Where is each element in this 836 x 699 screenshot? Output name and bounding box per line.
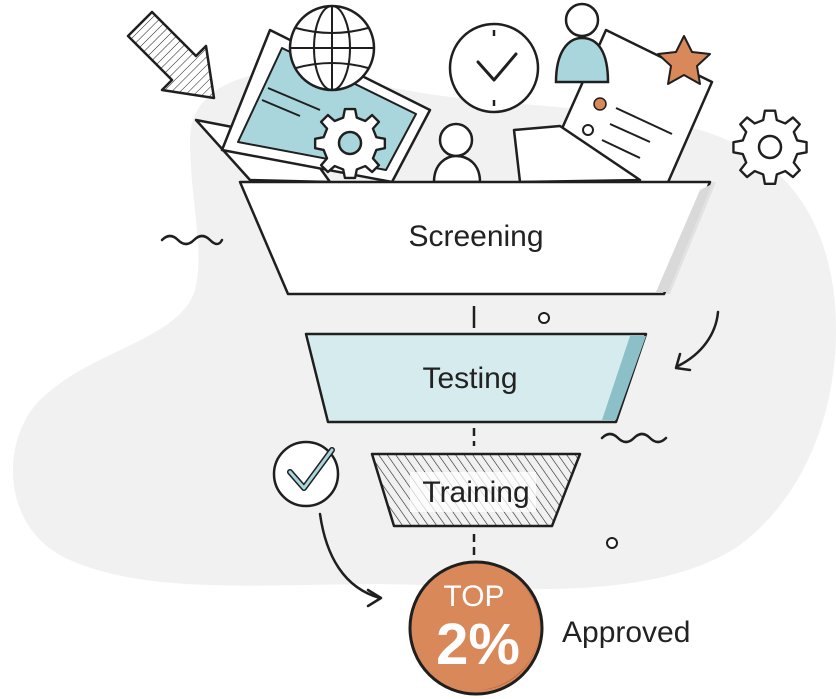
stage-label-screening: Screening	[408, 220, 543, 253]
clock-icon	[448, 22, 540, 114]
squiggle-decoration-right	[600, 432, 668, 444]
curved-arrow-icon	[318, 512, 383, 608]
squiggle-decoration	[160, 234, 224, 246]
globe-icon	[288, 4, 376, 92]
badge-top-label: TOP	[443, 580, 504, 613]
badge-percent-label: 2%	[436, 612, 520, 677]
funnel-stage-screening: Screening	[238, 180, 716, 296]
gear-icon	[313, 107, 387, 180]
stage-label-testing: Testing	[422, 362, 517, 395]
person-teal-icon	[554, 2, 610, 84]
curved-arrow-right-icon	[674, 310, 720, 372]
person-icon	[432, 122, 482, 184]
arrow-down-right-icon	[126, 10, 216, 100]
dot-decoration-lower	[606, 537, 618, 549]
star-icon	[657, 35, 711, 85]
checkmark-icon	[272, 440, 340, 508]
dot-decoration	[538, 312, 550, 324]
gear-right-icon	[732, 109, 808, 185]
top-2-percent-badge: TOP 2%	[408, 560, 544, 696]
approved-label: Approved	[562, 616, 690, 649]
funnel-stage-training: Training	[370, 452, 582, 528]
folder-icon	[512, 124, 642, 184]
funnel-stage-testing: Testing	[304, 332, 648, 424]
stage-label-training: Training	[422, 476, 529, 509]
